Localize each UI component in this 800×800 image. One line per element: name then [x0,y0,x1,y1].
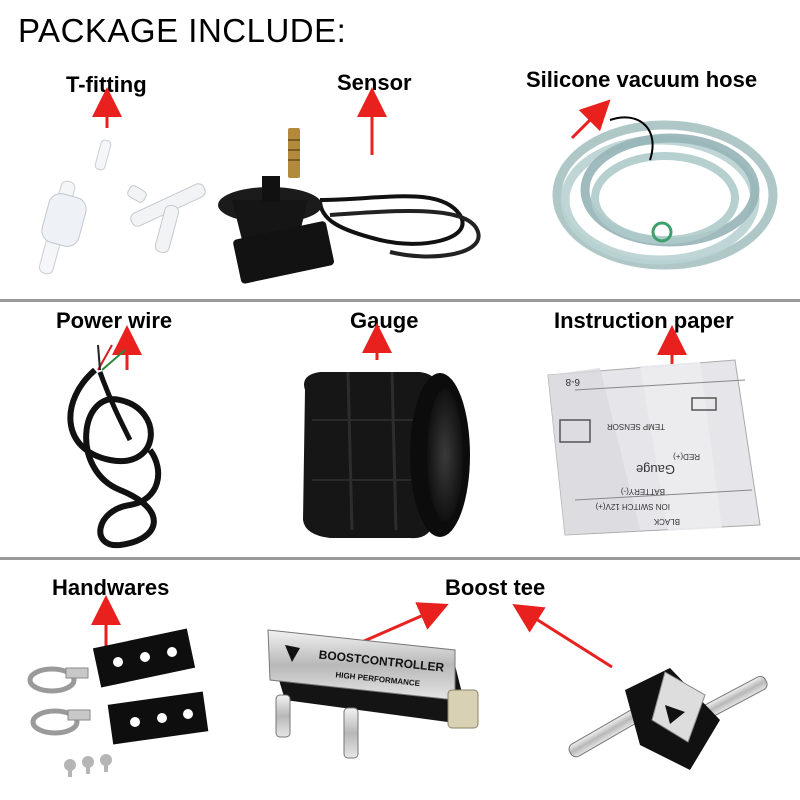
screws-icon [64,754,112,777]
gauge-icon [303,371,470,539]
paper-text-battery: BATTERY(-) [621,487,665,496]
arrow-boost-tee-1 [354,602,449,647]
t-fitting-icon [127,183,206,254]
paper-text-ion-switch: ION SWITCH 12V(+) [595,502,670,511]
paper-text-gauge: Gauge [636,462,675,477]
hardware-brackets-icon [92,628,209,745]
boost-tee-icon [568,668,768,770]
page-title: PACKAGE INCLUDE: [18,12,347,49]
paper-text-red: RED(+) [673,452,700,461]
label-boost-tee: Boost tee [445,575,546,600]
paper-text-6-8: 6-8 [565,376,580,387]
paper-text-black: BLACK [653,517,680,526]
check-valve-icon [38,139,112,275]
paper-text-temp-sensor: TEMP SENSOR [607,422,665,431]
hose-clamps-icon [27,666,91,736]
arrows [91,87,687,669]
power-wire-icon [67,344,162,549]
section-divider-1 [0,299,800,302]
arrow-hose [570,99,611,140]
arrow-boost-tee-2 [512,603,613,669]
silicone-hose-icon [552,116,778,270]
boost-controller-icon [267,629,479,759]
section-divider-2 [0,557,800,560]
instruction-paper-icon [547,359,761,536]
label-silicone-vacuum-hose: Silicone vacuum hose [526,67,758,92]
label-instruction-paper: Instruction paper [554,308,734,333]
sensor-icon [218,128,481,284]
